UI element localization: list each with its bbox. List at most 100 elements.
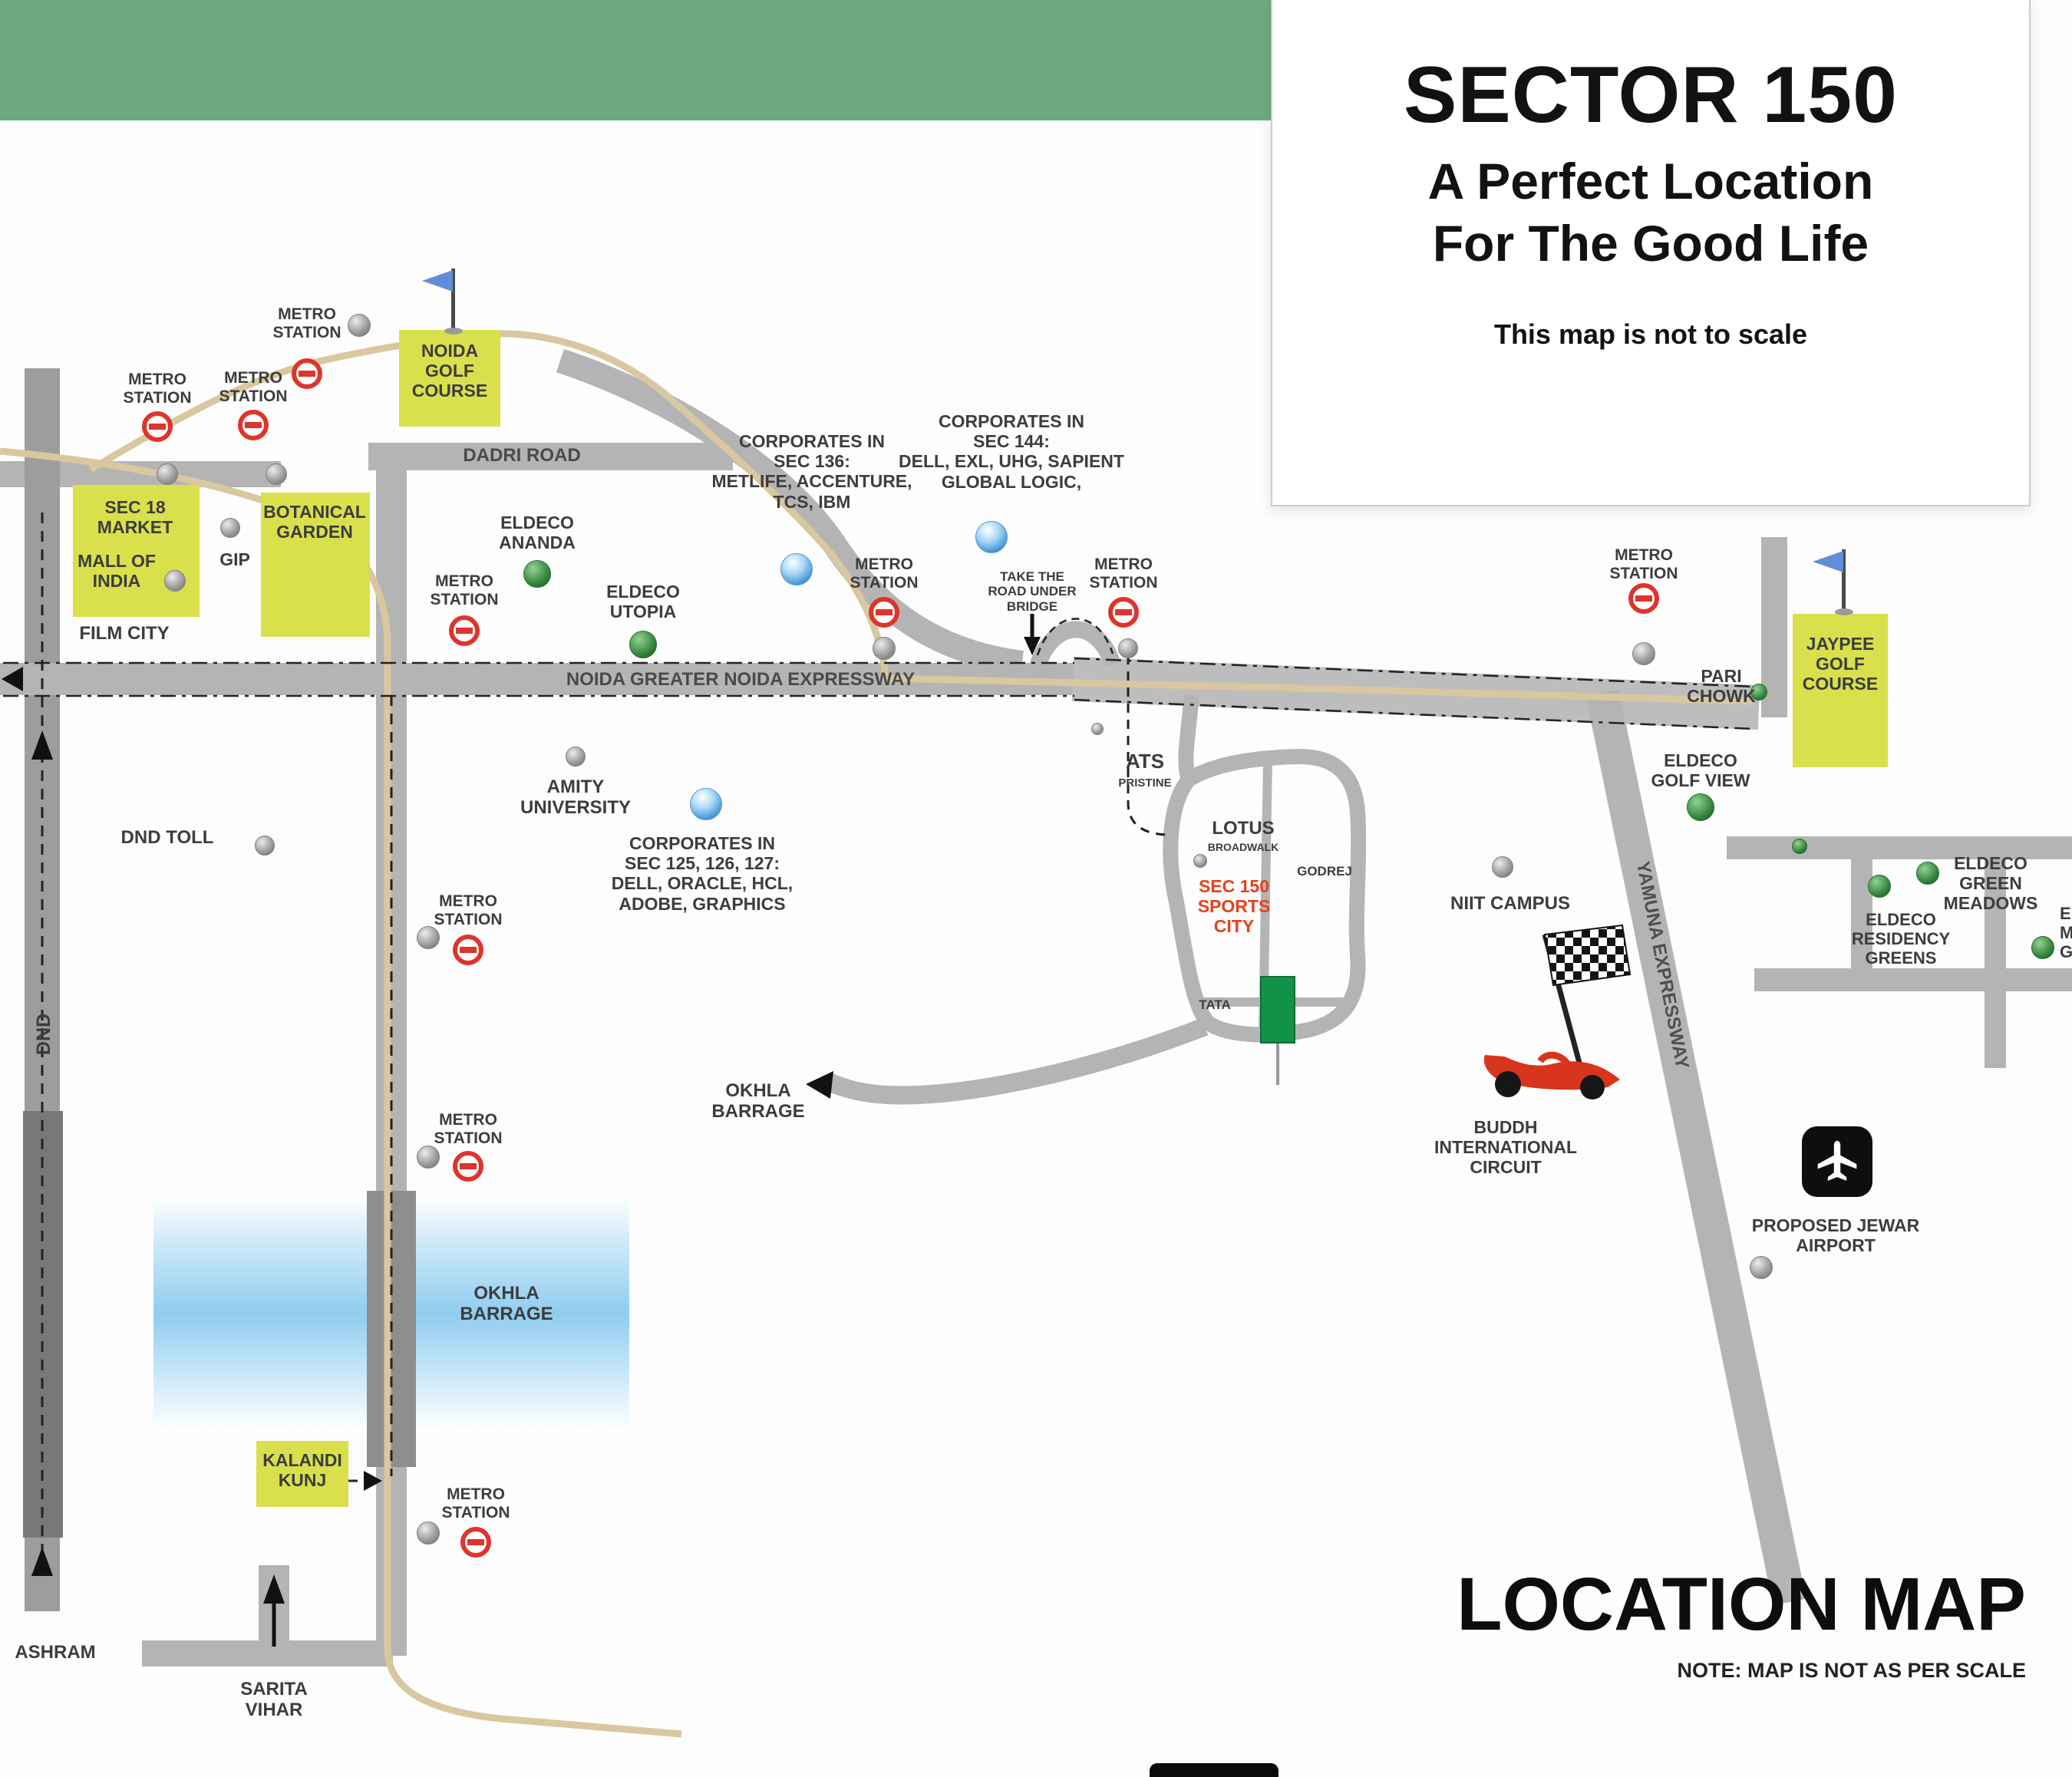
landmark-dot bbox=[157, 463, 178, 485]
landmark-dot bbox=[1632, 642, 1655, 665]
map-label-metro-station-5: METRO STATION bbox=[850, 556, 919, 592]
map-label-okhla-barrage-road: OKHLA BARRAGE bbox=[711, 1080, 805, 1123]
location-map-title: LOCATION MAP bbox=[1457, 1562, 2026, 1646]
map-label-buddh-circuit: BUDDH INTERNATIONAL CIRCUIT bbox=[1434, 1117, 1578, 1178]
map-label-expressway: NOIDA GREATER NOIDA EXPRESSWAY bbox=[566, 669, 916, 690]
map-label-eldeco-golf-view: ELDECO GOLF VIEW bbox=[1651, 750, 1750, 791]
landmark-dot bbox=[255, 836, 275, 856]
landmark-box-jaypee-golf-course bbox=[1793, 614, 1888, 767]
corporate-dot bbox=[780, 553, 813, 585]
map-label-corporates-sec-136: CORPORATES IN SEC 136: METLIFE, ACCENTUR… bbox=[711, 431, 912, 512]
metro-station-icon bbox=[292, 358, 322, 389]
landmark-dot bbox=[1091, 723, 1104, 735]
map-label-dnd-toll: DND TOLL bbox=[120, 827, 214, 848]
map-label-pristine: PRISTINE bbox=[1118, 776, 1172, 790]
map-label-metro-station-3: METRO STATION bbox=[219, 369, 288, 405]
page-subtitle-line1: A Perfect Location bbox=[1427, 153, 1874, 209]
map-label-jaypee-golf-course: JAYPEE GOLF COURSE bbox=[1802, 634, 1879, 694]
map-label-metro-station-7: METRO STATION bbox=[1609, 546, 1678, 582]
map-label-botanical-garden: BOTANICAL GARDEN bbox=[263, 502, 366, 542]
metro-station-icon bbox=[453, 1151, 483, 1182]
landmark-dot bbox=[417, 1521, 440, 1545]
green-area-dot bbox=[1916, 862, 1939, 885]
corporate-dot bbox=[690, 788, 722, 820]
map-label-dadri-road: DADRI ROAD bbox=[463, 445, 581, 466]
map-label-ashram: ASHRAM bbox=[15, 1642, 96, 1663]
landmark-dot bbox=[1193, 854, 1207, 868]
map-label-niit-campus: NIIT CAMPUS bbox=[1450, 893, 1570, 914]
map-label-eldeco-ananda: ELDECO ANANDA bbox=[499, 513, 576, 553]
map-label-metro-station-2: METRO STATION bbox=[123, 371, 192, 407]
metro-station-icon bbox=[1108, 597, 1139, 628]
map-label-film-city: FILM CITY bbox=[79, 623, 170, 644]
green-area-dot bbox=[1687, 793, 1714, 821]
race-circuit-icon bbox=[1483, 924, 1632, 1099]
page-subtitle: A Perfect Location For The Good Life bbox=[1272, 150, 2029, 274]
golf-flag-icon bbox=[422, 269, 463, 335]
project-site-marker bbox=[1260, 976, 1295, 1043]
green-area-dot bbox=[1792, 839, 1807, 854]
green-area-dot bbox=[2031, 936, 2054, 959]
map-label-jewar-airport: PROPOSED JEWAR AIRPORT bbox=[1751, 1215, 1920, 1256]
page-subtitle-line2: For The Good Life bbox=[1432, 214, 1869, 272]
green-area-dot bbox=[1750, 684, 1767, 701]
landmark-dot bbox=[348, 314, 371, 337]
scale-note: This map is not to scale bbox=[1493, 318, 1808, 351]
airplane-icon bbox=[1802, 1126, 1872, 1197]
map-label-sarita-vihar: SARITA VIHAR bbox=[240, 1679, 308, 1721]
green-area-dot bbox=[1868, 875, 1891, 898]
map-label-pari-chowk: PARI CHOWK bbox=[1687, 666, 1756, 707]
top-banner bbox=[0, 0, 1274, 120]
map-label-sec-18-market: SEC 18 MARKET bbox=[97, 497, 173, 538]
page-title: SECTOR 150 bbox=[1404, 51, 1898, 140]
map-label-metro-station-10: METRO STATION bbox=[441, 1485, 510, 1521]
metro-station-icon bbox=[460, 1527, 491, 1558]
landmark-dot bbox=[220, 518, 240, 538]
map-label-dnd: DND bbox=[32, 1013, 54, 1056]
map-label-sec-150-sports-city: SEC 150 SPORTS CITY bbox=[1197, 876, 1271, 937]
green-area-dot bbox=[629, 631, 657, 658]
map-label-ats: ATS bbox=[1125, 750, 1165, 773]
map-label-mall-of-india: MALL OF INDIA bbox=[78, 551, 156, 592]
metro-station-icon bbox=[142, 411, 173, 442]
landmark-dot bbox=[266, 463, 287, 485]
metro-station-icon bbox=[869, 597, 899, 628]
map-label-amity-university: AMITY UNIVERSITY bbox=[520, 776, 632, 819]
map-label-godrej: GODREJ bbox=[1297, 864, 1352, 879]
map-label-lotus: LOTUS bbox=[1212, 818, 1275, 839]
map-label-kalandi-kunj: KALANDI KUNJ bbox=[262, 1450, 342, 1491]
metro-station-icon bbox=[449, 615, 480, 646]
landmark-dot bbox=[566, 747, 586, 767]
location-map-note: NOTE: MAP IS NOT AS PER SCALE bbox=[1677, 1659, 2026, 1682]
map-label-corporates-sec-144: CORPORATES IN SEC 144: DELL, EXL, UHG, S… bbox=[899, 411, 1124, 492]
map-label-tata: TATA bbox=[1199, 997, 1231, 1012]
golf-flag-icon bbox=[1813, 549, 1853, 615]
map-label-eldeco-utopia: ELDECO UTOPIA bbox=[606, 582, 680, 622]
landmark-dot bbox=[417, 926, 440, 949]
landmark-dot bbox=[417, 1146, 440, 1169]
landmark-box-noida-golf-course bbox=[399, 330, 500, 427]
cropped-bottom-artifact bbox=[1150, 1763, 1279, 1777]
corporate-dot bbox=[975, 521, 1008, 553]
map-label-metro-station-6: METRO STATION bbox=[1089, 556, 1158, 592]
map-label-metro-station-8: METRO STATION bbox=[434, 892, 503, 928]
metro-station-icon bbox=[238, 410, 269, 440]
green-area-dot bbox=[523, 560, 551, 588]
landmark-box-kalandi-kunj bbox=[256, 1441, 348, 1507]
map-label-gip: GIP bbox=[219, 549, 250, 569]
map-label-corporates-sec-125: CORPORATES IN SEC 125, 126, 127: DELL, O… bbox=[611, 833, 793, 914]
map-label-eldeco-residency-greens: ELDECO RESIDENCY GREENS bbox=[1851, 910, 1951, 968]
map-label-eldeco-green-meadows: ELDECO GREEN MEADOWS bbox=[1943, 853, 2038, 914]
map-label-metro-station-4: METRO STATION bbox=[430, 572, 499, 608]
landmark-dot bbox=[1492, 856, 1513, 878]
landmark-box-botanical-garden bbox=[261, 493, 370, 637]
map-label-road-under-bridge: TAKE THE ROAD UNDER BRIDGE bbox=[988, 569, 1077, 614]
landmark-dot bbox=[164, 570, 186, 592]
landmark-dot bbox=[1118, 638, 1138, 658]
metro-station-icon bbox=[1628, 583, 1659, 614]
metro-station-icon bbox=[453, 935, 483, 965]
title-card: SECTOR 150 A Perfect Location For The Go… bbox=[1271, 0, 2031, 506]
landmark-box-sec-18-market-mall-of-india bbox=[73, 485, 200, 617]
map-label-okhla-barrage-river: OKHLA BARRAGE bbox=[460, 1283, 553, 1325]
